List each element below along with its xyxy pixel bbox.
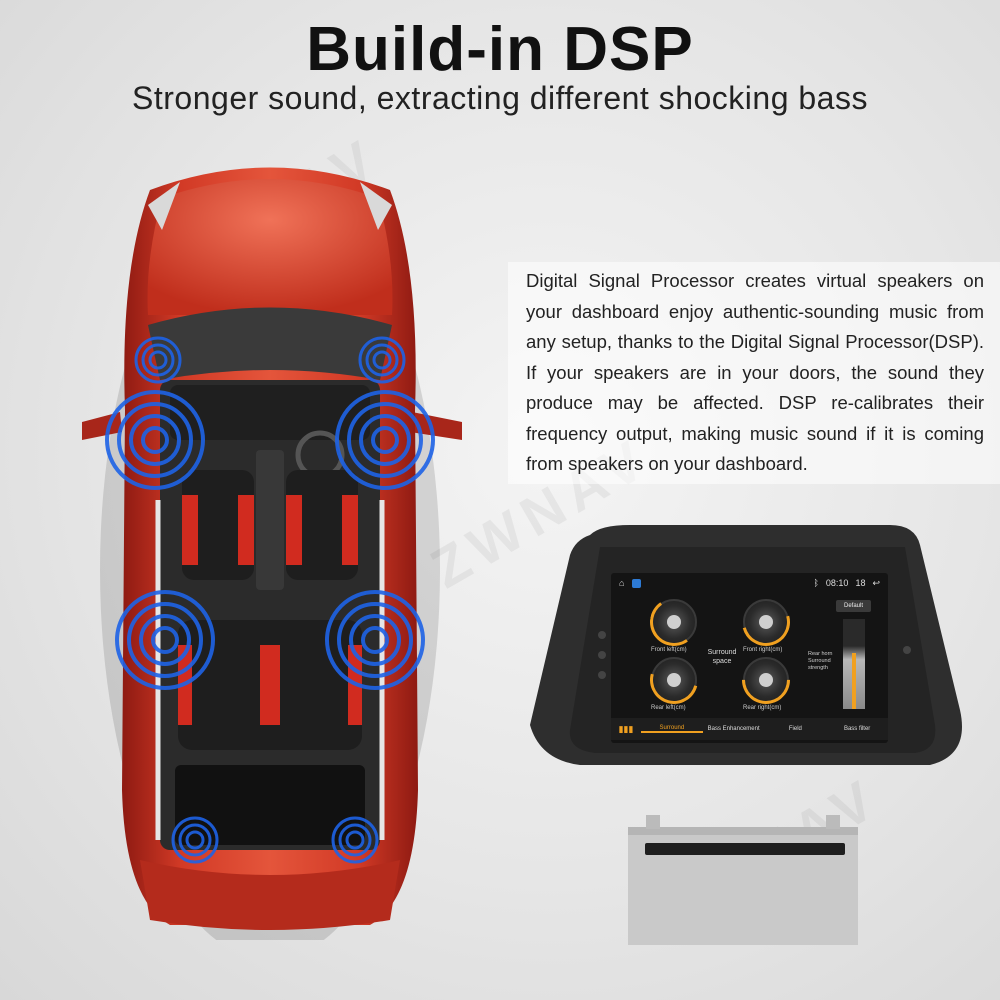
back-icon[interactable]: ↩ [872, 577, 880, 588]
page-subtitle: Stronger sound, extracting different sho… [132, 80, 868, 116]
front-left-dial[interactable] [646, 594, 702, 650]
head-unit-screen: ⌂ ᛒ 08:10 18 ↩ Front left(cm) Front righ… [611, 573, 888, 743]
speaker-icon [134, 336, 182, 384]
rear-left-label: Rear left(cm) [651, 705, 686, 711]
bluetooth-icon: ᛒ [813, 578, 819, 588]
speaker-icon [358, 336, 406, 384]
tab-field[interactable]: Field [788, 726, 802, 732]
speaker-icon [325, 590, 425, 690]
home-icon[interactable]: ⌂ [619, 578, 625, 588]
dsp-description: Digital Signal Processor creates virtual… [508, 262, 1000, 484]
speaker-icon [105, 390, 205, 490]
page-title: Build-in DSP [306, 15, 694, 84]
surround-space-label: Surround space [707, 649, 737, 665]
right-mirror [410, 412, 462, 440]
speaker-icon [331, 816, 379, 864]
surround-strength-fill [852, 653, 856, 709]
car-top-view-illustration [82, 167, 462, 940]
equalizer-icon[interactable]: ▮▮▮ [618, 723, 634, 734]
speaker-icon [115, 590, 215, 690]
speaker-icon [335, 390, 435, 490]
default-button[interactable]: Default [836, 600, 871, 612]
speaker-icon [171, 816, 219, 864]
rear-right-dial[interactable] [732, 646, 800, 714]
rear-right-label: Rear right(cm) [743, 705, 782, 711]
front-right-dial[interactable] [733, 589, 799, 655]
front-right-label: Front right(cm) [743, 647, 783, 653]
clock: 08:10 [825, 578, 849, 588]
tab-bar: ▮▮▮ Surround Bass Enhancement Field Bass… [611, 718, 888, 740]
tab-bass-filter[interactable]: Bass filter [843, 726, 871, 732]
tab-bass-enhancement[interactable]: Bass Enhancement [707, 726, 760, 732]
rear-horn-label: Rear horn Surround strength [808, 651, 833, 671]
tab-surround[interactable]: Surround [641, 725, 703, 733]
front-left-label: Front left(cm) [651, 647, 687, 653]
app-icon[interactable] [632, 578, 642, 588]
volume-readout: 18 [855, 578, 866, 588]
rear-left-dial[interactable] [641, 647, 707, 713]
status-bar: ⌂ ᛒ 08:10 18 ↩ [611, 573, 888, 593]
